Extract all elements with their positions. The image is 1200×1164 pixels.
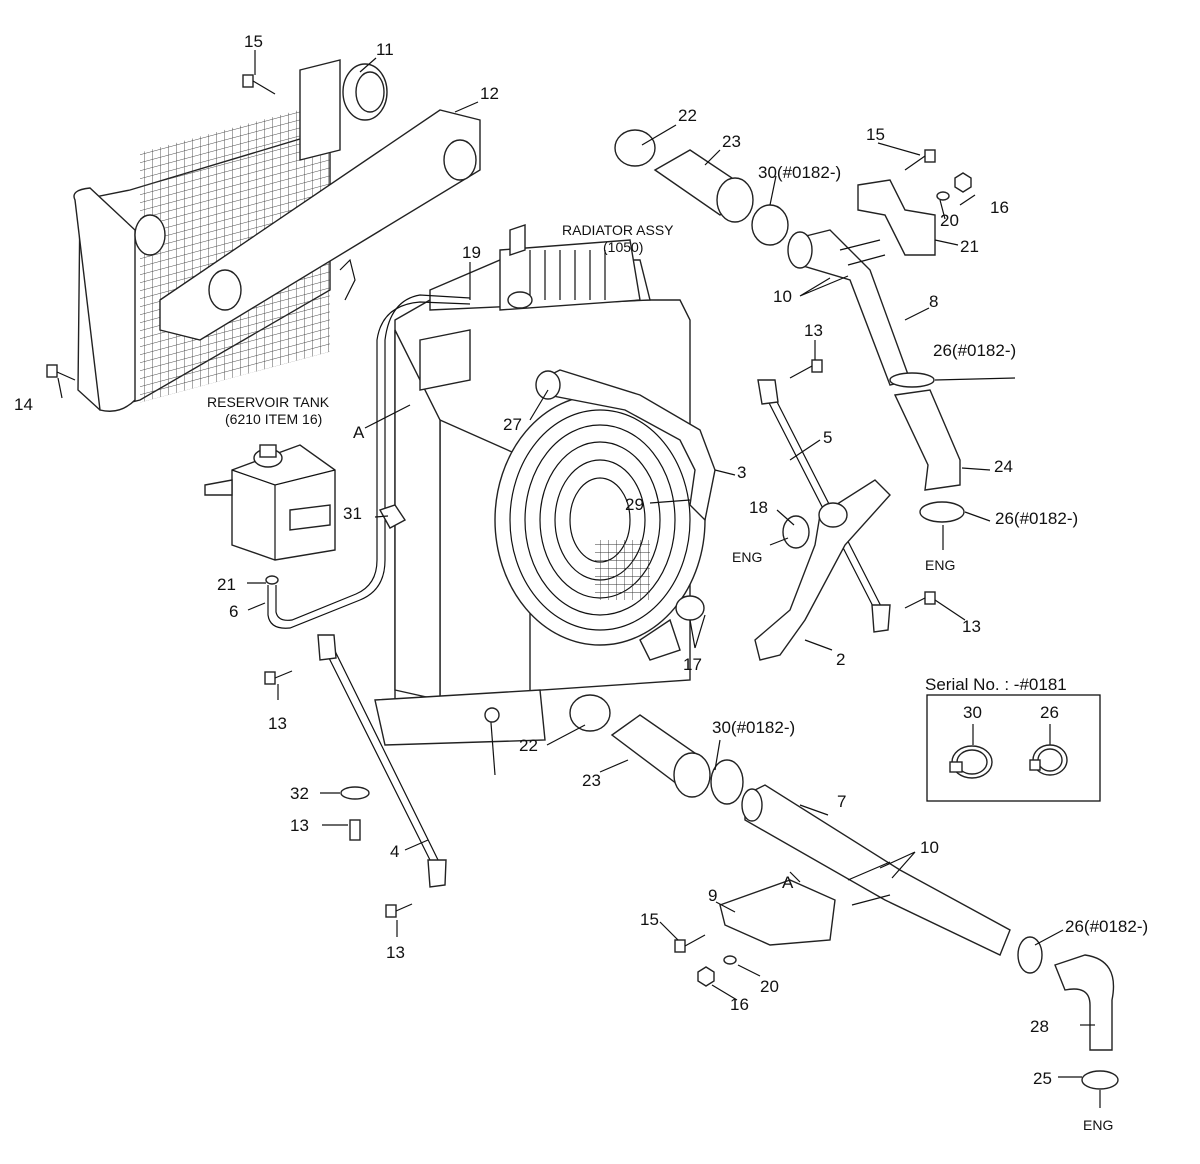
callout-30: 30(#0182-) bbox=[712, 718, 795, 737]
callout-9: 9 bbox=[708, 886, 717, 905]
callout-22: 22 bbox=[678, 106, 697, 125]
callout-6: 6 bbox=[229, 602, 238, 621]
callout-20: 20 bbox=[940, 211, 959, 230]
callout-13: 13 bbox=[290, 816, 309, 835]
callout-21: 21 bbox=[960, 237, 979, 256]
callout-23: 23 bbox=[722, 132, 741, 151]
callout-5: 5 bbox=[823, 428, 832, 447]
callout-26: 26(#0182-) bbox=[933, 341, 1016, 360]
callout-16: 16 bbox=[730, 995, 749, 1014]
callout-26: 26(#0182-) bbox=[995, 509, 1078, 528]
callout-29: 29 bbox=[625, 495, 644, 514]
callout-27: 27 bbox=[503, 415, 522, 434]
callout-13: 13 bbox=[386, 943, 405, 962]
callout-7: 7 bbox=[837, 792, 846, 811]
callout-26: 26 bbox=[1040, 703, 1059, 722]
label-reservoir-tank: RESERVOIR TANK bbox=[207, 394, 330, 410]
label-eng: ENG bbox=[925, 557, 955, 573]
serial-box-title: Serial No. : -#0181 bbox=[925, 675, 1067, 694]
callout-13: 13 bbox=[804, 321, 823, 340]
label-eng: ENG bbox=[732, 549, 762, 565]
callout-19: 19 bbox=[462, 243, 481, 262]
callout-13: 13 bbox=[962, 617, 981, 636]
callout-22: 22 bbox=[519, 736, 538, 755]
callout-32: 32 bbox=[290, 784, 309, 803]
callout-26: 26(#0182-) bbox=[1065, 917, 1148, 936]
intercooler bbox=[73, 59, 481, 412]
callout-25: 25 bbox=[1033, 1069, 1052, 1088]
callout-18: 18 bbox=[749, 498, 768, 517]
hardware bbox=[46, 74, 972, 987]
leader-lines bbox=[57, 50, 1101, 1108]
callout-4: 4 bbox=[390, 842, 399, 861]
callout-24: 24 bbox=[994, 457, 1013, 476]
label-eng: ENG bbox=[1083, 1117, 1113, 1133]
label-radiator-assy-ref: (1050) bbox=[603, 239, 643, 255]
callout-8: 8 bbox=[929, 292, 938, 311]
callout-21: 21 bbox=[217, 575, 236, 594]
callout-16: 16 bbox=[990, 198, 1009, 217]
label-view-a: A bbox=[353, 423, 365, 442]
callout-17: 17 bbox=[683, 655, 702, 674]
callout-28: 28 bbox=[1030, 1017, 1049, 1036]
callout-30: 30 bbox=[963, 703, 982, 722]
callout-31: 31 bbox=[343, 504, 362, 523]
callout-13: 13 bbox=[268, 714, 287, 733]
callout-10: 10 bbox=[773, 287, 792, 306]
callout-20: 20 bbox=[760, 977, 779, 996]
callout-30: 30(#0182-) bbox=[758, 163, 841, 182]
callout-23: 23 bbox=[582, 771, 601, 790]
text-labels: RADIATOR ASSY (1050) RESERVOIR TANK (621… bbox=[207, 222, 1113, 1133]
callouts: 15 11 12 14 22 23 30(#0182-) 15 16 20 21… bbox=[14, 32, 1148, 1088]
label-view-a: A bbox=[782, 873, 794, 892]
reservoir-tank bbox=[204, 294, 471, 629]
callout-15: 15 bbox=[640, 910, 659, 929]
callout-2: 2 bbox=[836, 650, 845, 669]
callout-10: 10 bbox=[920, 838, 939, 857]
label-radiator-assy: RADIATOR ASSY bbox=[562, 222, 674, 238]
fan-shroud bbox=[494, 394, 706, 646]
callout-15: 15 bbox=[244, 32, 263, 51]
label-reservoir-tank-ref: (6210 ITEM 16) bbox=[225, 411, 322, 427]
callout-11: 11 bbox=[376, 40, 394, 59]
callout-12: 12 bbox=[480, 84, 499, 103]
hoses bbox=[317, 129, 1119, 1090]
callout-15: 15 bbox=[866, 125, 885, 144]
callout-3: 3 bbox=[737, 463, 746, 482]
callout-14: 14 bbox=[14, 395, 33, 414]
serial-number-inset: Serial No. : -#0181 30 26 bbox=[925, 675, 1101, 802]
